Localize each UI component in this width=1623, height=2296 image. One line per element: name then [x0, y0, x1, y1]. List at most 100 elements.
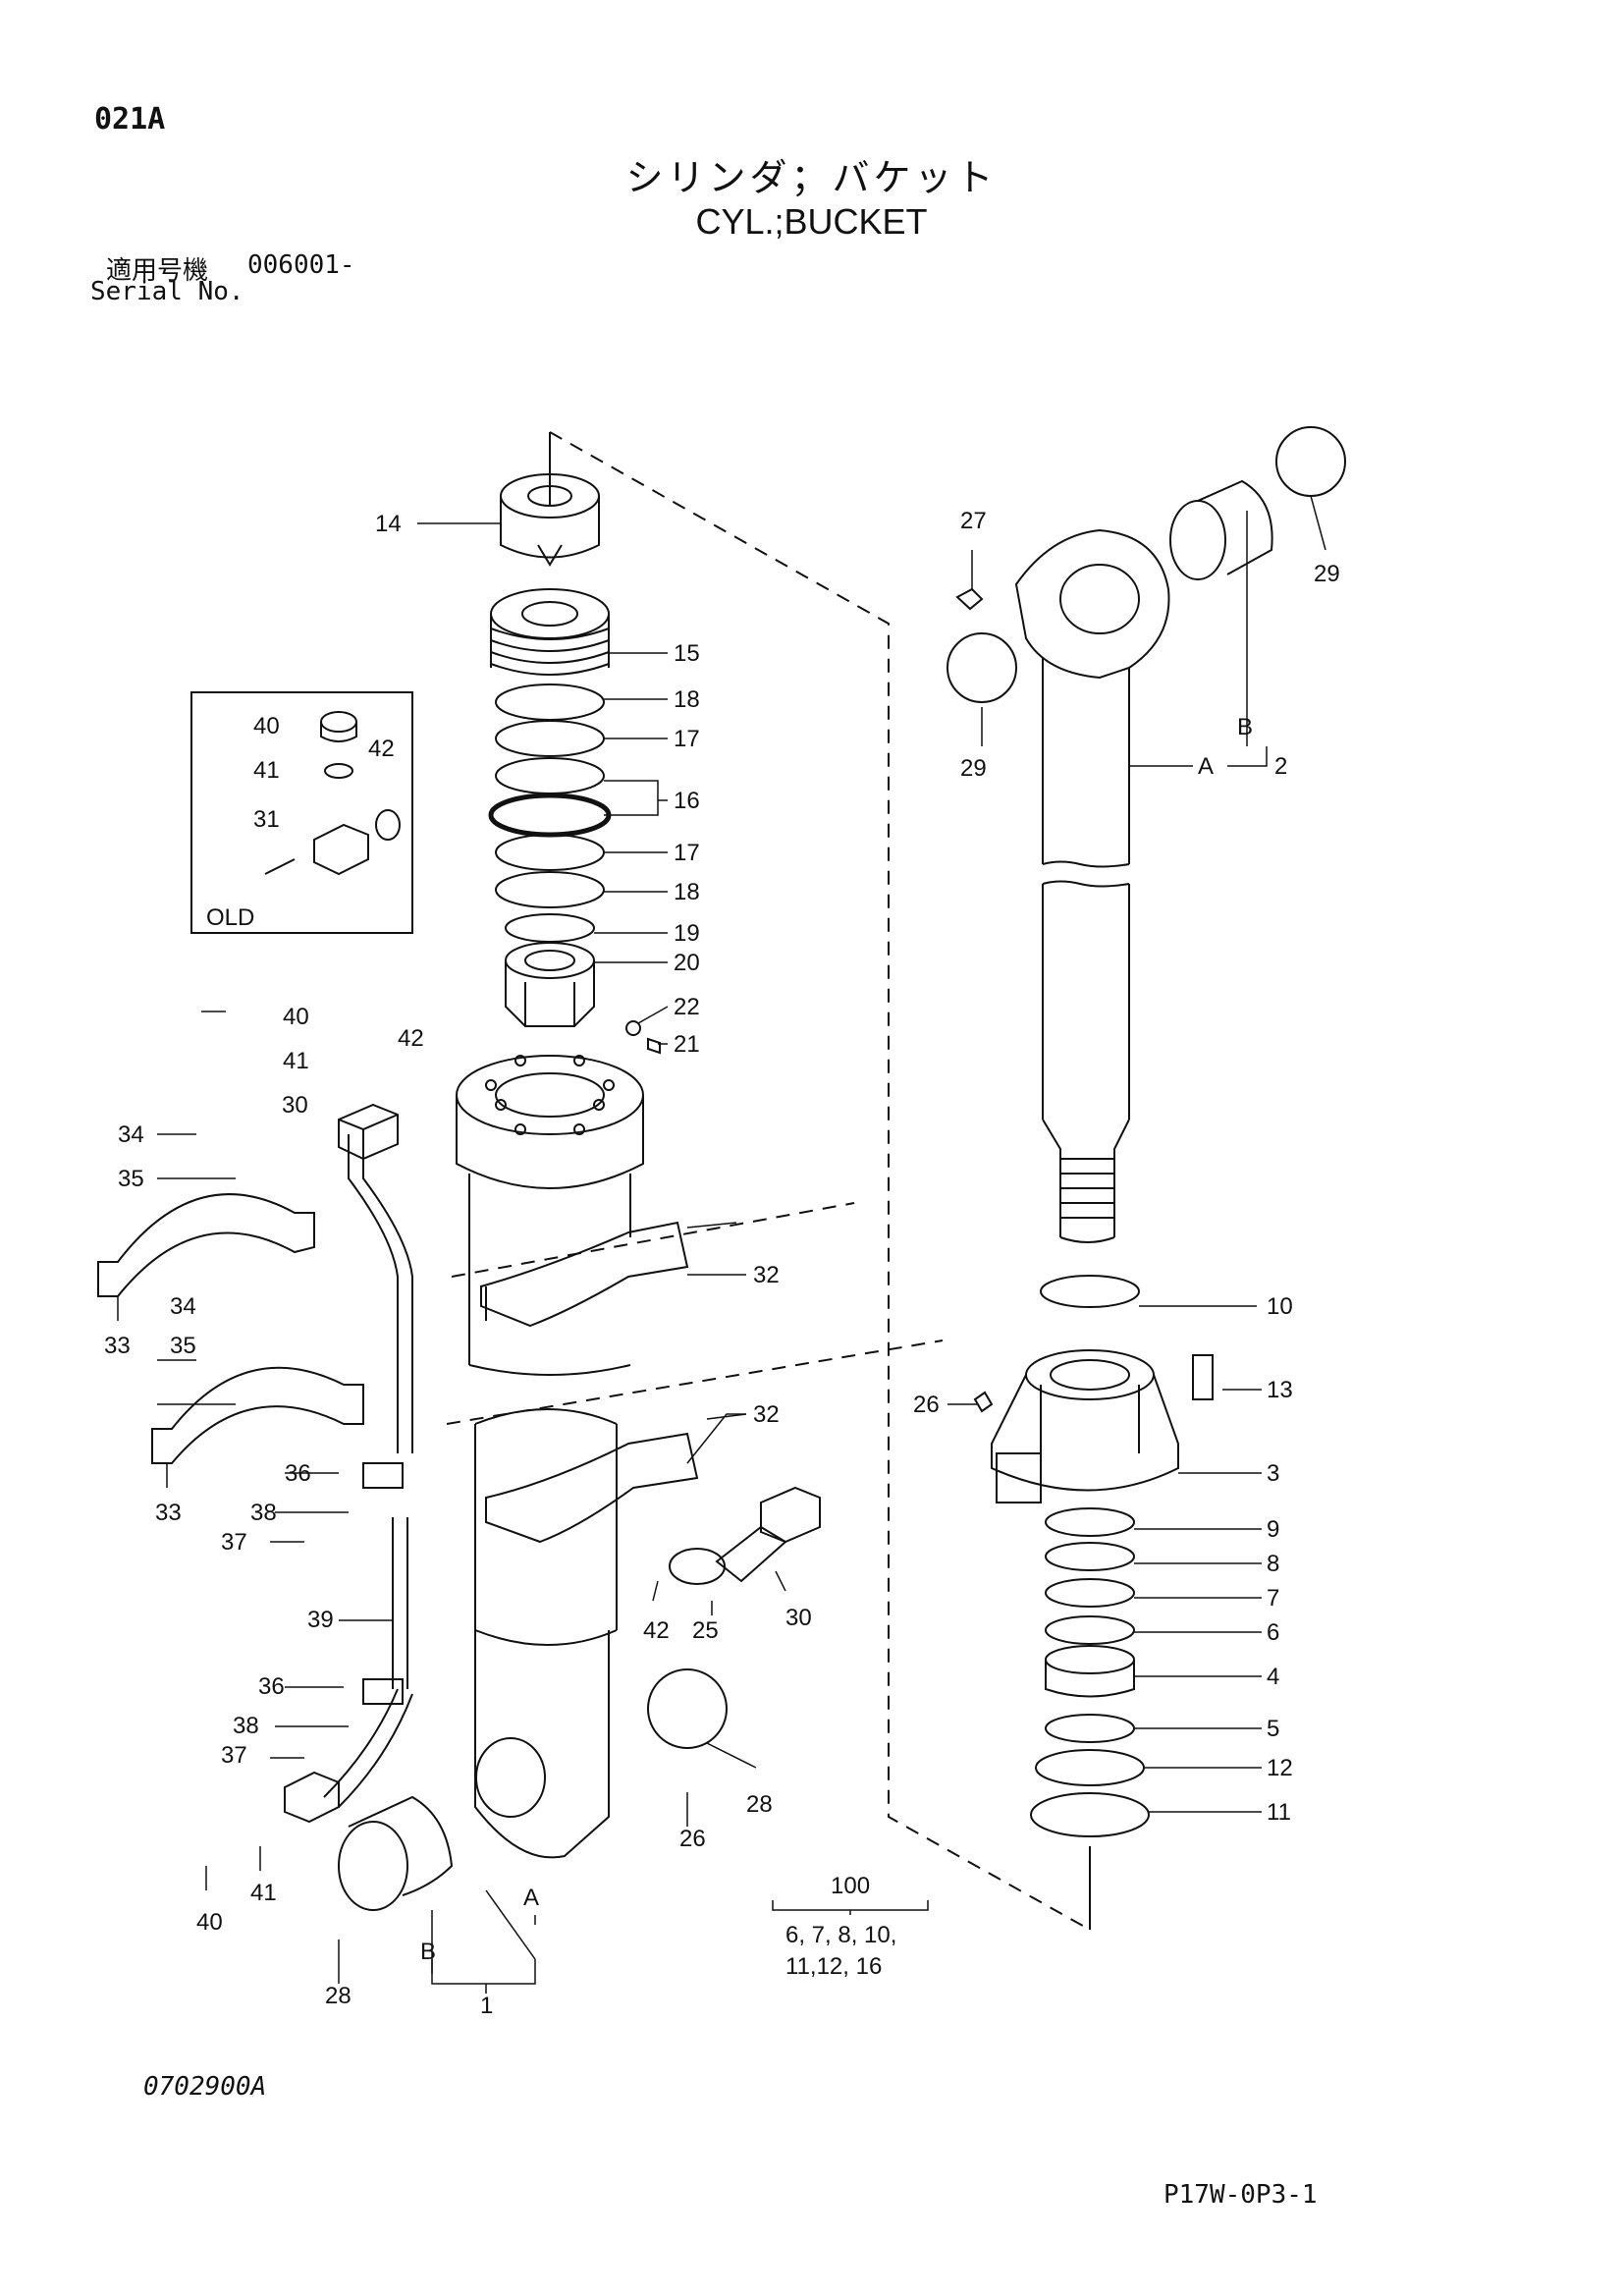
callout-41-lower: 41	[250, 1880, 277, 1906]
callout-42-inset: 42	[368, 736, 395, 762]
inset-old-label: OLD	[206, 904, 254, 931]
callout-17-upper: 17	[674, 726, 700, 752]
callout-35-lower: 35	[170, 1333, 196, 1359]
callout-29-right: 29	[1314, 561, 1340, 587]
callout-30-upper: 30	[282, 1092, 308, 1119]
callout-19: 19	[674, 920, 700, 947]
part-10-ring	[1040, 1275, 1140, 1308]
drawing-id: 0702900A	[143, 2072, 267, 2102]
callout-27: 27	[960, 508, 987, 534]
part-33-clamp-upper	[97, 1193, 315, 1297]
callout-14: 14	[375, 511, 402, 537]
part-2-pin-bushing	[1169, 479, 1273, 580]
part-1-pin-bushing	[348, 1795, 454, 1896]
page-code: 021A	[94, 102, 166, 137]
title-japanese: シリンダ；バケット	[625, 156, 998, 199]
callout-40-inset: 40	[253, 713, 280, 739]
callout-B-lower: B	[420, 1939, 436, 1965]
callout-labels: 14 15 18 17 16 17 18 19 20 22 21 32 32 4…	[104, 508, 1340, 2019]
part-27-grease-fitting	[955, 587, 984, 611]
part-33-clamp-lower	[151, 1366, 364, 1464]
assembly-guide-frame	[446, 431, 1091, 1931]
callout-2: 2	[1274, 753, 1287, 780]
callout-B-upper: B	[1237, 714, 1253, 740]
callout-32-upper: 32	[753, 1262, 780, 1288]
callout-26-right: 26	[913, 1392, 940, 1418]
callout-18-lower: 18	[674, 879, 700, 905]
part-21-setscrew	[647, 1037, 661, 1055]
part-36-clamp-block-lower	[362, 1678, 404, 1705]
part-28-bushing-lower	[338, 1821, 408, 1911]
callout-41-upper: 41	[283, 1048, 309, 1074]
part-3-piston	[991, 1349, 1179, 1503]
callout-5: 5	[1267, 1716, 1279, 1742]
callout-25: 25	[692, 1617, 719, 1644]
callout-29-left: 29	[960, 755, 987, 782]
callout-26-lower: 26	[679, 1826, 706, 1852]
callout-21: 21	[674, 1031, 700, 1058]
callout-11: 11	[1267, 1799, 1291, 1826]
callout-4: 4	[1267, 1664, 1279, 1690]
part-32-clamp-lower	[485, 1432, 699, 1544]
part-1-cylinder-tube	[456, 1055, 644, 1859]
part-26-grease-nipple-right	[973, 1391, 994, 1413]
part-2-piston-rod	[1014, 528, 1170, 1243]
kit-contents-line2: 11,12, 16	[785, 1953, 882, 1980]
callout-42-upper: 42	[398, 1025, 424, 1052]
inset-old-box	[190, 691, 413, 934]
callout-37-upper: 37	[221, 1529, 247, 1556]
piston-seal-stack	[1030, 1507, 1150, 1837]
part-32-clamp-upper	[480, 1221, 689, 1328]
callout-28-right: 28	[746, 1791, 773, 1818]
callout-18-upper: 18	[674, 686, 700, 713]
callout-35-upper: 35	[118, 1166, 144, 1192]
part-36-clamp-block	[362, 1462, 404, 1489]
part-15-rod-cover	[490, 588, 610, 676]
callout-9: 9	[1267, 1516, 1279, 1543]
callout-3: 3	[1267, 1460, 1279, 1487]
part-22-ball	[625, 1020, 641, 1036]
callout-36-lower: 36	[258, 1673, 285, 1700]
part-28-seal-ring	[647, 1668, 728, 1749]
serial-number-value: 006001-	[247, 250, 355, 280]
callout-10: 10	[1267, 1293, 1293, 1320]
callout-17-lower: 17	[674, 840, 700, 866]
callout-39: 39	[307, 1607, 334, 1633]
callout-12: 12	[1267, 1755, 1293, 1781]
callout-28-left: 28	[325, 1983, 352, 2009]
leader-lines	[117, 495, 1326, 1994]
part-20-nut	[505, 942, 595, 1027]
inset-parts	[264, 711, 401, 876]
callout-8: 8	[1267, 1551, 1279, 1577]
callout-38-upper: 38	[250, 1500, 277, 1526]
sheet-code: P17W-0P3-1	[1163, 2180, 1318, 2210]
callout-A-lower: A	[523, 1885, 539, 1911]
part-2-rod-thread	[1060, 1158, 1114, 1219]
callout-22: 22	[674, 994, 700, 1020]
callout-34-lower: 34	[170, 1293, 196, 1320]
callout-30-flange: 30	[785, 1605, 812, 1631]
callout-33-upper: 33	[104, 1333, 131, 1359]
part-39-pipe	[323, 1129, 413, 1808]
part-30-block-lower	[284, 1771, 340, 1824]
callout-38-lower: 38	[233, 1713, 259, 1739]
title-english: CYL.;BUCKET	[695, 201, 928, 242]
kit-contents-line1: 6, 7, 8, 10,	[785, 1922, 896, 1948]
serial-label-japanese: 適用号機	[106, 256, 209, 286]
callout-6: 6	[1267, 1619, 1279, 1646]
callout-41-inset: 41	[253, 757, 280, 784]
callout-40-lower: 40	[196, 1909, 223, 1936]
kit-number: 100	[831, 1873, 870, 1899]
callout-7: 7	[1267, 1585, 1279, 1612]
serial-label-english: Serial No.	[90, 277, 244, 306]
callout-20: 20	[674, 950, 700, 976]
part-29-seal-right	[1275, 426, 1346, 497]
callout-1: 1	[480, 1993, 493, 2019]
callout-15: 15	[674, 640, 700, 667]
callout-13: 13	[1267, 1377, 1293, 1403]
callout-42-flange: 42	[643, 1617, 670, 1644]
part-14-bushing	[500, 473, 600, 567]
callout-37-lower: 37	[221, 1742, 247, 1769]
callout-16: 16	[674, 788, 700, 814]
